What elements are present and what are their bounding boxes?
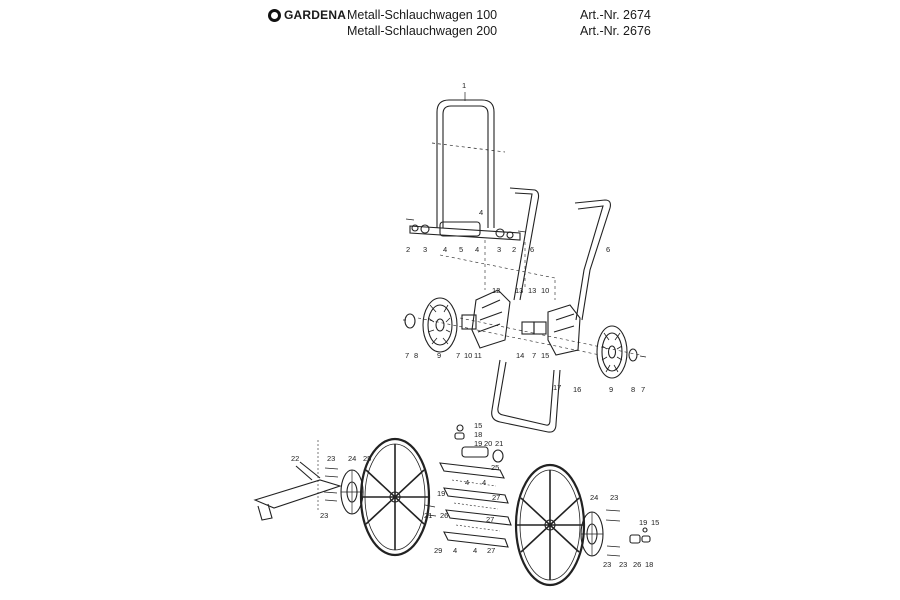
product-title-200: Metall-Schlauchwagen 200: [347, 24, 498, 38]
wheel-left-part-9: [404, 297, 458, 353]
brand-name: GARDENA: [284, 8, 347, 22]
callout-19c: 19: [639, 518, 647, 527]
gardena-logo-icon: [268, 8, 281, 22]
cross-bar: [409, 221, 521, 241]
right-fittings: [629, 527, 651, 544]
callout-4f: 4: [453, 546, 457, 555]
base-bracket-part-12: [461, 289, 581, 356]
side-frame-part-6: [509, 187, 611, 321]
wheel-right-part-9: [596, 325, 638, 379]
callout-1: 1: [462, 81, 466, 90]
callout-19b: 19: [437, 489, 445, 498]
hose-coupling-part-19: [454, 424, 504, 463]
callout-6a: 6: [530, 245, 534, 254]
callout-8b: 8: [631, 385, 635, 394]
callout-14: 14: [516, 351, 524, 360]
callout-12: 12: [492, 286, 500, 295]
article-number-2676: Art.-Nr. 2676: [580, 24, 651, 38]
callout-4d: 4: [465, 478, 469, 487]
crank-part-22: [253, 440, 342, 521]
article-number-2674: Art.-Nr. 2674: [580, 8, 651, 22]
callout-4g: 4: [473, 546, 477, 555]
hub-disc-left-part-24: [340, 469, 364, 515]
callout-4a: 4: [479, 208, 483, 217]
callout-17: 17: [553, 383, 561, 392]
callout-15a: 15: [541, 351, 549, 360]
callout-10b: 10: [464, 351, 472, 360]
callout-3b: 3: [497, 245, 501, 254]
callout-8a: 8: [414, 351, 418, 360]
callout-23d: 23: [603, 560, 611, 569]
callout-26b: 26: [633, 560, 641, 569]
callout-18a: 18: [474, 430, 482, 439]
callout-21b: 21: [424, 511, 432, 520]
callout-15c: 15: [651, 518, 659, 527]
callout-18b: 18: [645, 560, 653, 569]
callout-26a: 26: [440, 511, 448, 520]
callout-3a: 3: [423, 245, 427, 254]
part-callouts: 1 4 2 3 4 5 4 3 2 6 6 12 13 13 10 7 8 9 …: [291, 81, 659, 569]
callout-20: 20: [484, 439, 492, 448]
callout-7b: 7: [456, 351, 460, 360]
callout-13a: 13: [515, 286, 523, 295]
callout-11: 11: [474, 351, 482, 360]
callout-6b: 6: [606, 245, 610, 254]
callout-16: 16: [573, 385, 581, 394]
callout-2a: 2: [406, 245, 410, 254]
callout-23e: 23: [619, 560, 627, 569]
gardena-logo: GARDENA: [268, 8, 346, 22]
callout-7c: 7: [532, 351, 536, 360]
callout-9a: 9: [437, 351, 441, 360]
callout-7d: 7: [641, 385, 645, 394]
callout-23a: 23: [327, 454, 335, 463]
callout-22: 22: [291, 454, 299, 463]
product-title-100: Metall-Schlauchwagen 100: [347, 8, 498, 22]
callout-25a: 25: [363, 454, 371, 463]
callout-19a: 19: [474, 439, 482, 448]
callout-10a: 10: [541, 286, 549, 295]
callout-24b: 24: [590, 493, 598, 502]
callout-13b: 13: [528, 286, 536, 295]
callout-29: 29: [434, 546, 442, 555]
callout-9b: 9: [609, 385, 613, 394]
handle-part-1: [431, 92, 506, 228]
stand-part-17: [491, 359, 561, 433]
callout-23c: 23: [610, 493, 618, 502]
callout-24a: 24: [348, 454, 356, 463]
callout-25b: 25: [491, 463, 499, 472]
callout-27b: 27: [486, 515, 494, 524]
drum-slats-part-4: [439, 462, 512, 548]
callout-4b: 4: [443, 245, 447, 254]
callout-15b: 15: [474, 421, 482, 430]
page-header: GARDENA Metall-Schlauchwagen 100 Art.-Nr…: [268, 6, 668, 40]
callout-4c: 4: [475, 245, 479, 254]
callout-7a: 7: [405, 351, 409, 360]
callout-23b: 23: [320, 511, 328, 520]
callout-4e: 4: [482, 478, 486, 487]
screws: [323, 218, 647, 557]
callout-27a: 27: [492, 493, 500, 502]
reel-wheel-left-part-25: [359, 437, 431, 557]
callout-21a: 21: [495, 439, 503, 448]
hub-disc-right-part-24: [580, 511, 604, 557]
callout-2b: 2: [512, 245, 516, 254]
callout-5: 5: [459, 245, 463, 254]
callout-27c: 27: [487, 546, 495, 555]
reel-wheel-right-part-25: [514, 463, 586, 587]
